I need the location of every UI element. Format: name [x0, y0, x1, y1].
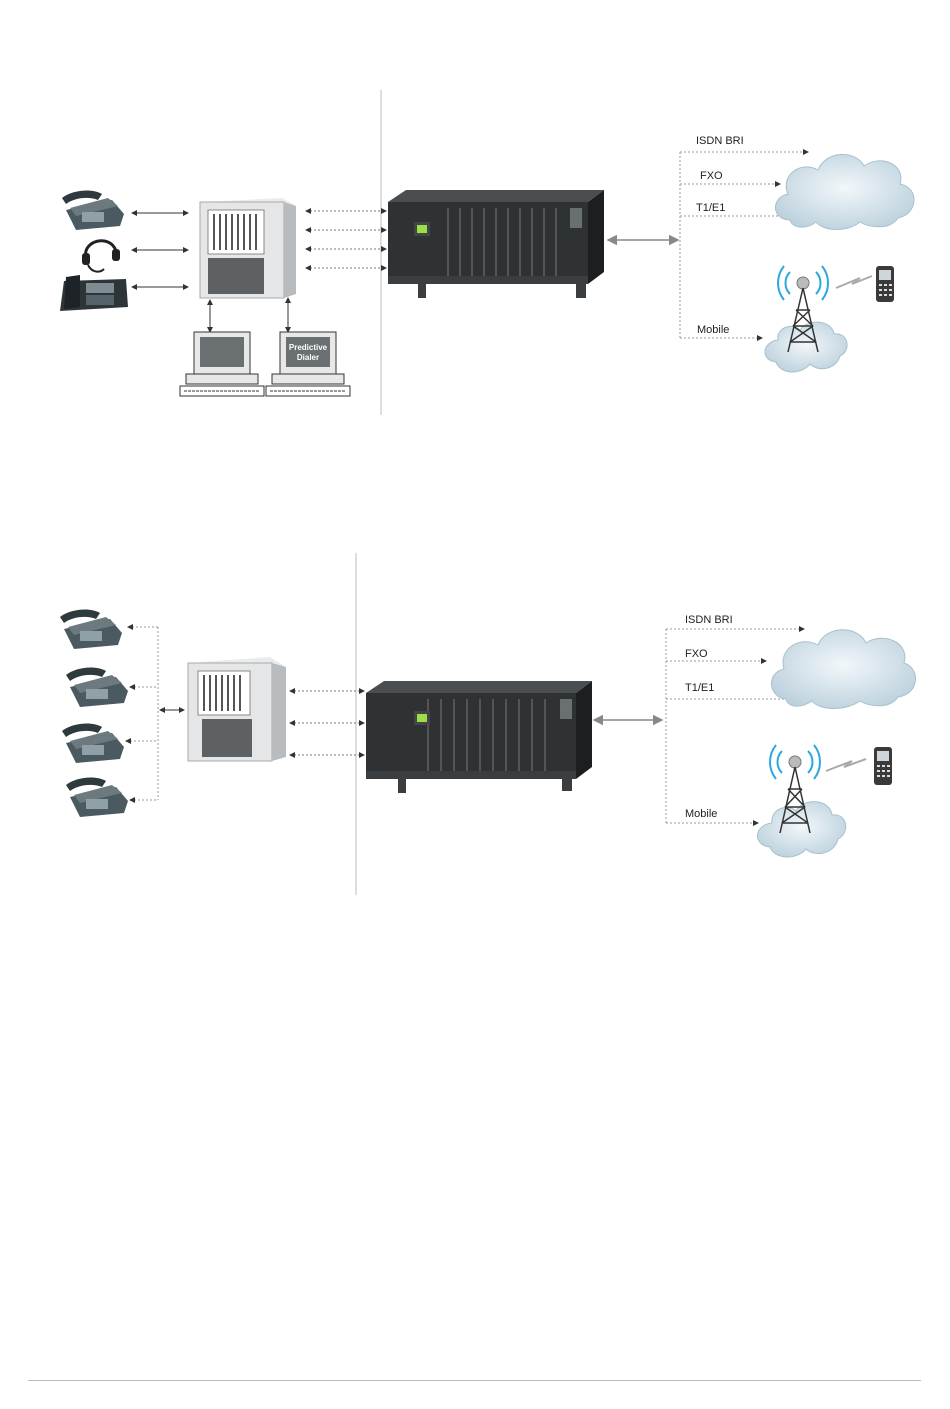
label-isdn: ISDN BRI: [696, 135, 744, 147]
pbx-cabinet-icon: [188, 657, 286, 761]
ip-phone-icon: [60, 275, 128, 311]
headset-icon: [82, 241, 120, 272]
cloud-icon: [775, 154, 914, 229]
signal-bolt-icon: [836, 276, 872, 288]
footer-rule: [28, 1380, 921, 1381]
label-isdn: ISDN BRI: [685, 614, 733, 626]
dialer-label-line1: Predictive: [289, 343, 328, 352]
desk-phone-icon: [62, 191, 124, 230]
label-t1e1: T1/E1: [685, 682, 714, 694]
label-mobile: Mobile: [697, 324, 729, 336]
label-mobile: Mobile: [685, 808, 717, 820]
desk-phone-icon: [60, 610, 122, 649]
pbx-cabinet-icon: [200, 198, 296, 298]
desk-phone-icon: [66, 778, 128, 817]
diagram-call-center: Predictive Dialer: [0, 80, 950, 420]
desk-phone-icon: [66, 668, 128, 707]
mobile-phone-icon: [876, 266, 894, 302]
cloud-icon: [765, 322, 847, 372]
dialer-label-line2: Dialer: [297, 353, 319, 362]
cloud-icon: [771, 630, 915, 709]
label-t1e1: T1/E1: [696, 202, 725, 214]
gateway-rack-icon: [366, 681, 592, 793]
label-fxo: FXO: [700, 170, 723, 182]
computer-icon: Predictive Dialer: [266, 332, 350, 396]
diagram-office: ISDN BRI FXO T1/E1 Mobile: [0, 545, 950, 900]
gateway-rack-icon: [388, 190, 604, 298]
desk-phone-icon: [62, 724, 124, 763]
mobile-phone-icon: [874, 747, 892, 785]
signal-bolt-icon: [826, 759, 866, 771]
label-fxo: FXO: [685, 648, 708, 660]
computer-icon: [180, 332, 264, 396]
